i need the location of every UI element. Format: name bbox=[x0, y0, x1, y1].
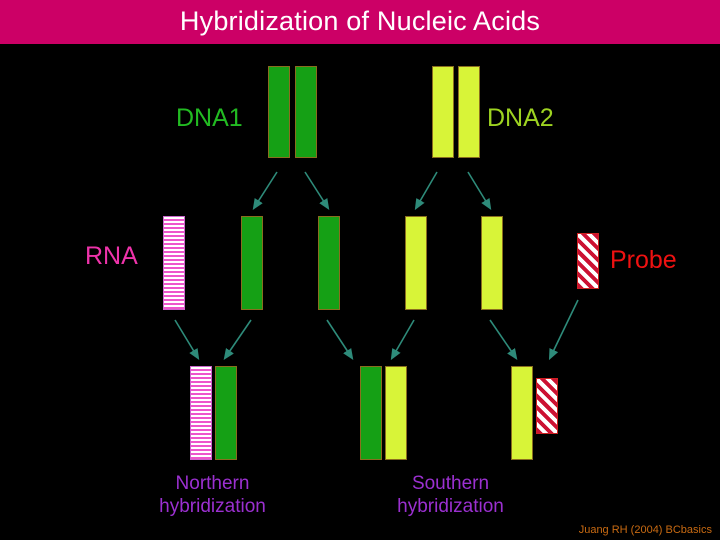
page-title: Hybridization of Nucleic Acids bbox=[179, 6, 541, 36]
credit-text: Juang RH (2004) BCbasics bbox=[578, 524, 712, 536]
label-dna2: DNA2 bbox=[487, 104, 554, 132]
probe-hybrid-dna-strand bbox=[511, 366, 533, 460]
arrow-dna2b-to-probe-hybrid bbox=[489, 319, 518, 360]
probe-hybrid-probe-strand bbox=[536, 378, 558, 434]
arrows-lower-group bbox=[174, 299, 579, 361]
southern-hybrid-dna-probe bbox=[385, 366, 407, 460]
dna1-single-strand-b bbox=[318, 216, 340, 310]
arrow-probe-to-probe-hybrid bbox=[548, 299, 579, 361]
dna1-single-strand-a bbox=[241, 216, 263, 310]
dna1-strand-a bbox=[268, 66, 290, 158]
southern-label-line2: hybridization bbox=[397, 496, 504, 517]
rna-sample-bar bbox=[163, 216, 185, 310]
arrows-upper-group bbox=[252, 171, 492, 211]
southern-label-line1: Southern bbox=[411, 473, 490, 494]
dna1-strand-b bbox=[295, 66, 317, 158]
arrow-rna-to-northern bbox=[174, 319, 200, 361]
northern-label-line1: Northern bbox=[175, 473, 250, 494]
northern-hybrid-rna-strand bbox=[190, 366, 212, 460]
arrow-dna1a-to-northern bbox=[223, 319, 252, 360]
arrow-dna1b-to-southern bbox=[326, 319, 354, 361]
label-dna1: DNA1 bbox=[176, 104, 243, 132]
arrow-dna2a-to-southern bbox=[390, 319, 415, 361]
probe-sample-bar bbox=[577, 233, 599, 289]
northern-hybrid-dna-probe bbox=[215, 366, 237, 460]
southern-hybridization-label: Southern hybridization bbox=[368, 472, 533, 518]
dna2-strand-b bbox=[458, 66, 480, 158]
arrow-dna2-to-left-strand bbox=[414, 171, 438, 211]
arrow-dna1-to-right-strand bbox=[304, 171, 330, 211]
dna2-strand-a bbox=[432, 66, 454, 158]
dna2-single-strand-b bbox=[481, 216, 503, 310]
northern-label-line2: hybridization bbox=[159, 496, 266, 517]
arrow-dna1-to-left-strand bbox=[252, 171, 278, 211]
northern-hybridization-label: Northern hybridization bbox=[130, 472, 295, 518]
arrow-dna2-to-right-strand bbox=[467, 171, 492, 211]
title-bar: Hybridization of Nucleic Acids bbox=[0, 0, 720, 44]
dna2-single-strand-a bbox=[405, 216, 427, 310]
label-probe: Probe bbox=[610, 246, 677, 274]
label-rna: RNA bbox=[85, 242, 138, 270]
southern-hybrid-dna-strand bbox=[360, 366, 382, 460]
